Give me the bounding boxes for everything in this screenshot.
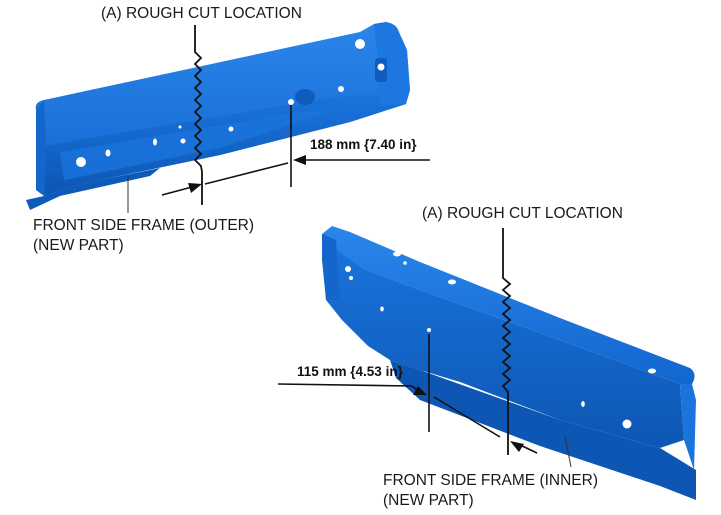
inner-frame-top-surface: [322, 226, 695, 384]
inner-dimension-label: 115 mm {4.53 in}: [297, 364, 403, 379]
inner-dimension-lines: [277, 334, 538, 454]
inner-part-leader: [564, 435, 572, 468]
front-side-frame-outer-part: [26, 22, 411, 210]
outer-dim-arrow-left: [188, 183, 202, 193]
outer-part-label-line2: (NEW PART): [33, 237, 124, 254]
outer-frame-boss: [295, 89, 315, 105]
inner-frame-holes: [345, 235, 656, 429]
outer-dimension-lines: [161, 105, 430, 196]
inner-frame-left-end: [322, 234, 340, 300]
outer-frame-left-end: [36, 100, 46, 196]
outer-frame-recess: [60, 112, 330, 180]
inner-rough-cut-label: (A) ROUGH CUT LOCATION: [422, 205, 623, 222]
inner-part-label-line2: (NEW PART): [383, 492, 474, 509]
outer-rough-cut-line: [193, 25, 203, 205]
outer-rough-cut-label: (A) ROUGH CUT LOCATION: [101, 5, 302, 22]
inner-frame-web: [322, 240, 684, 448]
inner-frame-end-cap: [680, 384, 696, 470]
inner-rough-cut-line: [501, 228, 512, 455]
inner-frame-flange: [390, 360, 696, 500]
outer-dim-arrow-right: [293, 155, 306, 165]
outer-part-label-line1: FRONT SIDE FRAME (OUTER): [33, 217, 255, 234]
inner-part-label-line1: FRONT SIDE FRAME (INNER): [383, 472, 598, 489]
inner-dim-arrow-right: [510, 441, 524, 452]
outer-frame-end-cap: [374, 22, 410, 106]
outer-frame-notch: [355, 39, 365, 49]
outer-frame-flange: [26, 168, 160, 210]
front-side-frame-inner-part: [322, 226, 696, 500]
outer-dimension-label: 188 mm {7.40 in}: [310, 137, 417, 152]
outer-frame-end-hole: [377, 63, 385, 71]
inner-dim-arrow-left: [413, 386, 427, 395]
